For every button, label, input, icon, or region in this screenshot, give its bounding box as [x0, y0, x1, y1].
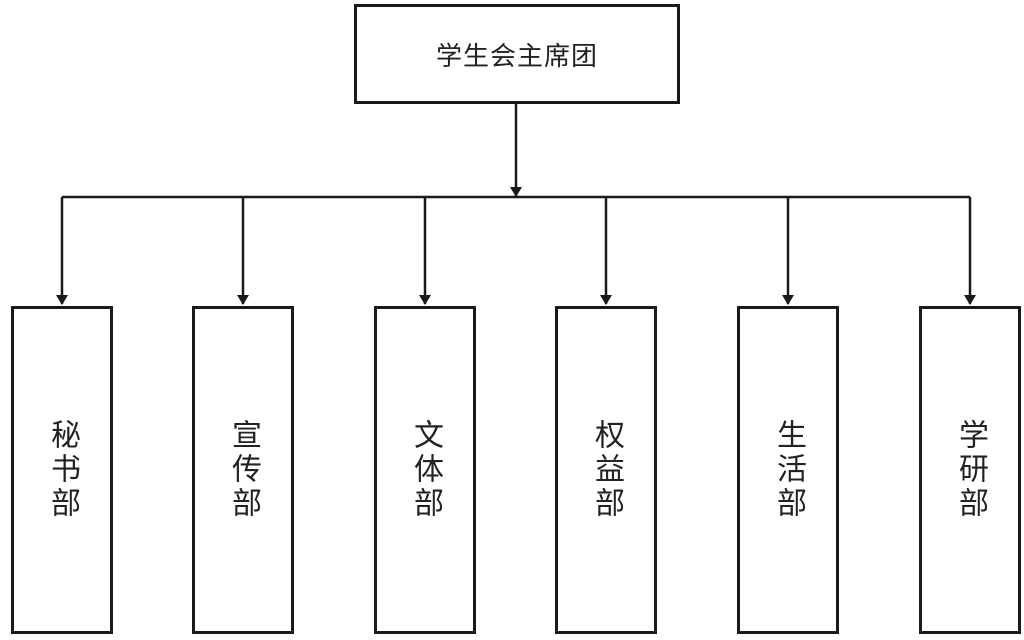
dept-node-label: 文体部	[408, 419, 443, 521]
dept-node-life: 生活部	[737, 306, 839, 634]
dept-node-publicity: 宣传部	[192, 306, 294, 634]
top-node-label: 学生会主席团	[435, 41, 598, 72]
top-node-box: 学生会主席团	[354, 4, 680, 104]
dept-node-label: 秘书部	[45, 419, 80, 521]
dept-node-academic: 学研部	[919, 306, 1021, 634]
dept-node-arts-sports: 文体部	[374, 306, 476, 634]
dept-node-label: 宣传部	[226, 419, 261, 521]
dept-node-label: 生活部	[771, 419, 806, 521]
dept-node-label: 权益部	[589, 419, 624, 521]
dept-node-secretariat: 秘书部	[11, 306, 113, 634]
dept-node-rights: 权益部	[555, 306, 657, 634]
dept-node-label: 学研部	[953, 419, 988, 521]
